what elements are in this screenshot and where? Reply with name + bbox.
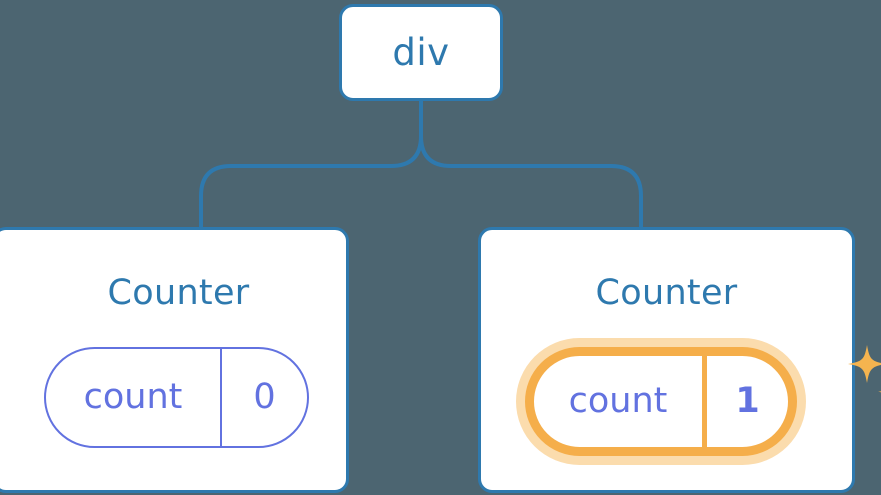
sparkle-icon xyxy=(848,345,881,383)
state-pill[interactable]: count 0 xyxy=(44,347,309,448)
connector-left xyxy=(199,99,423,230)
state-pill-highlighted[interactable]: count 1 xyxy=(525,347,797,456)
state-key: count xyxy=(83,377,183,417)
card-body: Counter count 1 xyxy=(481,230,881,490)
state-value: 1 xyxy=(702,356,788,447)
state-value: 0 xyxy=(220,349,307,446)
tree-node-counter-right[interactable]: Counter count 1 xyxy=(478,227,881,493)
connector-right xyxy=(419,99,643,230)
component-title: Counter xyxy=(595,273,738,313)
tree-node-counter-left[interactable]: Counter count 0 xyxy=(0,227,349,493)
tree-node-root[interactable]: div xyxy=(339,4,503,101)
state-pill-wrapper: count 0 xyxy=(44,347,309,448)
sparkles-group xyxy=(848,345,881,393)
card-body: Counter count 0 xyxy=(0,230,346,490)
component-title: Counter xyxy=(107,273,250,313)
state-pill-wrapper: count 1 xyxy=(525,345,881,456)
root-node-label: div xyxy=(392,31,450,74)
state-key: count xyxy=(568,381,668,421)
